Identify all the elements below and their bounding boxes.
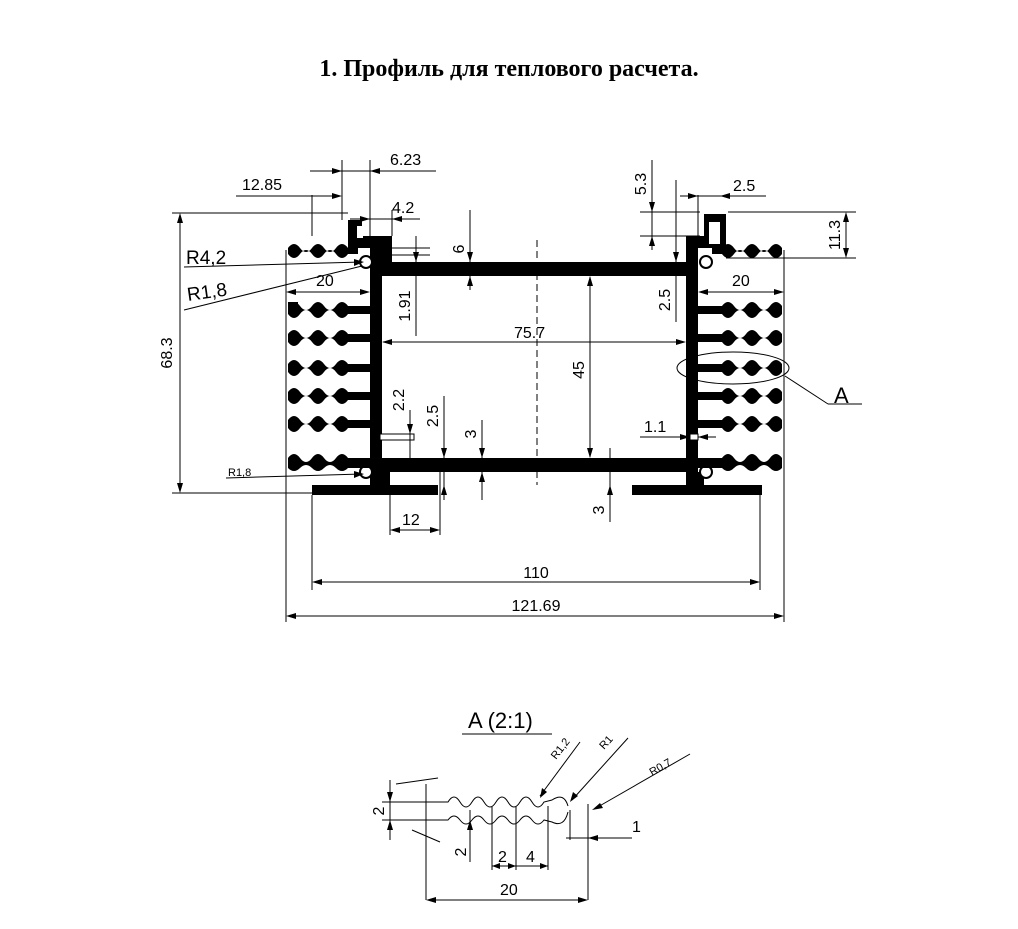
- dim-6: 6: [451, 244, 468, 253]
- fin-right-4: [698, 360, 782, 376]
- radius-r4-2: R4,2: [186, 248, 226, 269]
- dim-2-2: 2.2: [391, 389, 408, 411]
- detail-radius-r1-2: R1,2: [549, 736, 573, 762]
- fin-right-7: [698, 454, 782, 471]
- dim-1-91: 1.91: [397, 290, 414, 321]
- main-dimension-lines: [172, 160, 856, 622]
- bottom-wall: [370, 458, 698, 472]
- detail-dim-4-pitch: 4: [526, 849, 535, 866]
- profile-main-view: [288, 214, 862, 495]
- dim-4-2: 4.2: [392, 200, 414, 217]
- base-leg-right: [686, 472, 704, 492]
- dim-3-bottom: 3: [591, 505, 608, 514]
- dim-12: 12: [402, 512, 420, 529]
- hook-slot-right: [709, 222, 720, 244]
- detail-fin-top-edge: [426, 796, 569, 808]
- detail-title: A (2:1): [468, 708, 533, 733]
- dim-2-5-left: 2.5: [425, 405, 442, 427]
- fin-left-6: [288, 416, 370, 432]
- dim-11-3: 11.3: [827, 220, 844, 250]
- detail-dim-2-lower: 2: [453, 847, 470, 856]
- callout-label-a: A: [834, 383, 849, 408]
- groove-top-right: [699, 255, 713, 269]
- left-wall: [370, 262, 382, 472]
- dim-6-23: 6.23: [390, 152, 421, 169]
- right-wall: [686, 262, 698, 472]
- notch-right: [689, 433, 699, 441]
- dim-3-mid: 3: [463, 429, 480, 438]
- fin-right-2: [698, 302, 782, 318]
- dim-2-5-top: 2.5: [733, 178, 755, 195]
- radius-r1-8: R1,8: [186, 280, 229, 306]
- fin-left-1: [288, 244, 358, 258]
- detail-view: A (2:1) R1,2: [371, 708, 691, 903]
- fin-left-7: [288, 454, 370, 471]
- dim-1-1: 1.1: [644, 419, 666, 436]
- fin-left-tip: [288, 302, 298, 308]
- fin-right-5: [698, 388, 782, 404]
- dim-2-5-right: 2.5: [657, 289, 674, 311]
- dim-68-3: 68.3: [159, 337, 176, 368]
- dim-20-right: 20: [732, 273, 750, 290]
- dim-121-69: 121.69: [512, 598, 561, 615]
- fin-right-1: [712, 244, 782, 258]
- dim-12-85: 12.85: [242, 177, 282, 194]
- fin-left-2: [288, 302, 370, 318]
- fin-left-4: [288, 360, 370, 376]
- detail-fin-bottom-edge: [426, 811, 569, 825]
- detail-radius-r1: R1: [597, 734, 615, 752]
- dim-20-left: 20: [316, 273, 334, 290]
- fin-left-3: [288, 330, 370, 346]
- dim-75-7: 75.7: [514, 325, 545, 342]
- hook-slot-left: [357, 226, 363, 238]
- notch-left: [379, 433, 415, 441]
- detail-radius-r0-7: R0,7: [648, 757, 674, 779]
- top-wall: [370, 262, 698, 276]
- drawing-title: 1. Профиль для теплового расчета.: [319, 56, 699, 82]
- detail-dim-2-pitch: 2: [498, 849, 507, 866]
- detail-callout-ellipse: [676, 351, 790, 385]
- radius-r1-8-small: R1,8: [228, 467, 251, 479]
- dim-5-3: 5.3: [633, 173, 650, 195]
- fins-left: [288, 244, 370, 471]
- fin-left-5: [288, 388, 370, 404]
- base-leg-left: [370, 472, 390, 492]
- dim-45: 45: [571, 361, 588, 379]
- detail-dim-20: 20: [500, 882, 518, 899]
- detail-dim-2-left: 2: [371, 806, 388, 815]
- detail-dim-1: 1: [632, 819, 641, 836]
- callout-leader: [784, 375, 829, 405]
- dim-110: 110: [523, 565, 549, 582]
- fin-right-3: [698, 330, 782, 346]
- fins-right: [698, 244, 782, 471]
- fin-right-6: [698, 416, 782, 432]
